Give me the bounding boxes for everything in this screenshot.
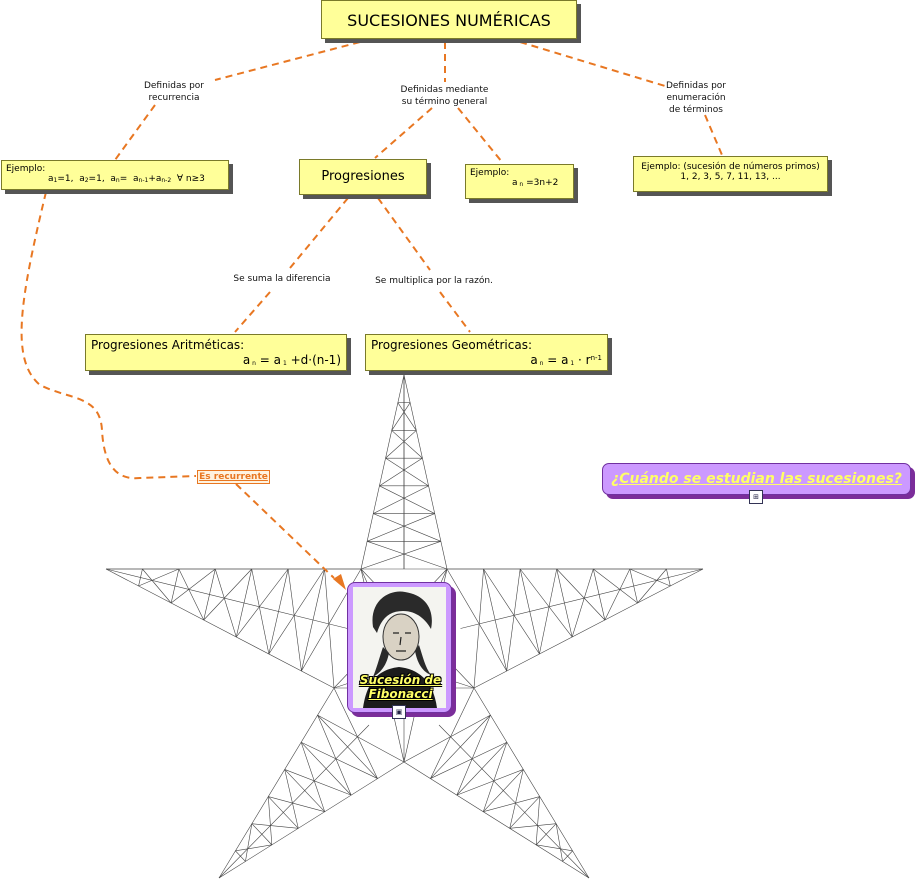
concept-map-icon[interactable]: ⊞ — [749, 490, 763, 504]
example-enum-line2: 1, 2, 3, 5, 7, 11, 13, ... — [680, 172, 781, 182]
label-general-term: Definidas mediante su término general — [392, 84, 497, 108]
arithmetic-title: Progresiones Aritméticas: — [91, 338, 245, 352]
label-general-line2: su término general — [401, 97, 488, 107]
title-text: SUCESIONES NUMÉRICAS — [347, 11, 551, 30]
connector-enum-example — [704, 114, 723, 156]
fibonacci-card[interactable]: Sucesión de Fibonacci — [347, 582, 452, 713]
connector-general-example — [457, 107, 503, 163]
progresiones-label: Progresiones — [321, 169, 405, 184]
geometric-title: Progresiones Geométricas: — [371, 338, 533, 352]
connector-sum-arit — [234, 291, 271, 333]
label-recurrence-line1: Definidas por — [143, 81, 205, 91]
label-multiply: Se multiplica por la razón. — [370, 275, 498, 287]
example-general-node: Ejemplo: a n =3n+2 — [465, 164, 574, 199]
example-recurrence-formula: a1=1, a2=1, an= an-1+an-2 ∀ n≥3 — [48, 174, 205, 184]
question-link[interactable]: ¿Cuándo se estudian las sucesiones? — [602, 463, 911, 495]
connector-badge-fibonacci — [235, 483, 335, 579]
label-sum: Se suma la diferencia — [228, 273, 336, 285]
connector-recurrence-example — [114, 104, 156, 161]
arrowhead — [333, 574, 346, 590]
connector-prog-mult — [377, 197, 431, 271]
geometric-node: Progresiones Geométricas: a n = a 1 · rn… — [365, 334, 608, 371]
fibonacci-caption[interactable]: Sucesión de Fibonacci — [359, 673, 442, 701]
label-enum-line3: de términos — [669, 105, 723, 115]
fibonacci-portrait — [353, 587, 446, 708]
example-enum-node: Ejemplo: (sucesión de números primos) 1,… — [633, 156, 828, 192]
example-enum-line1: Ejemplo: (sucesión de números primos) — [641, 162, 820, 172]
example-general-label: Ejemplo: — [470, 168, 510, 178]
label-enumeration: Definidas por enumeración de términos — [660, 80, 732, 116]
progresiones-node: Progresiones — [299, 159, 427, 195]
example-general-formula: a n =3n+2 — [512, 178, 559, 188]
arithmetic-node: Progresiones Aritméticas: a n = a 1 +d·(… — [85, 334, 347, 371]
label-enum-line2: enumeración — [666, 93, 726, 103]
connector-title-recurrence — [214, 41, 361, 81]
connector-prog-sum — [289, 197, 349, 269]
geometric-formula: a n = a 1 · rn-1 — [530, 353, 602, 367]
example-recurrence-node: Ejemplo: a1=1, a2=1, an= an-1+an-2 ∀ n≥3 — [1, 160, 229, 190]
connector-title-enum — [519, 41, 666, 87]
label-general-line1: Definidas mediante — [400, 85, 489, 95]
label-recurrence-line2: recurrencia — [148, 93, 200, 103]
example-recurrence-label: Ejemplo: — [6, 164, 46, 174]
label-recurrence: Definidas por recurrencia — [138, 80, 210, 104]
title-node: SUCESIONES NUMÉRICAS — [321, 0, 577, 39]
connector-mult-geom — [439, 291, 471, 333]
arithmetic-formula: a n = a 1 +d·(n-1) — [242, 353, 341, 367]
connector-general-progresiones — [374, 107, 433, 159]
image-icon[interactable]: ▣ — [392, 705, 406, 719]
label-enum-line1: Definidas por — [665, 81, 727, 91]
es-recurrente-link[interactable]: Es recurrente — [197, 470, 270, 484]
